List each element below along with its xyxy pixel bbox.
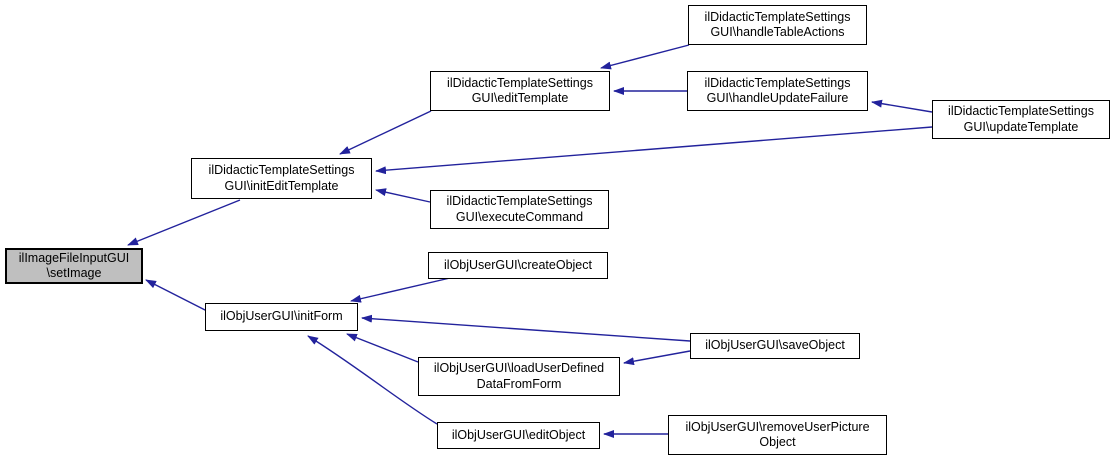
node-label-line: ilDidacticTemplateSettings [447, 75, 593, 90]
edge-init-edit-template-to-set-image [127, 199, 241, 246]
node-label-line: ilObjUserGUI\editObject [451, 427, 586, 442]
edge-execute-command-to-init-edit-template [375, 188, 431, 203]
node-label-line: ilDidacticTemplateSettings [948, 104, 1094, 119]
node-label-line: ilDidacticTemplateSettings [446, 194, 593, 209]
edge-edit-template-to-init-edit-template [339, 110, 432, 155]
node-label-line: GUI\updateTemplate [963, 119, 1079, 134]
edge-create-object-to-init-form [350, 277, 451, 303]
node-label-line: ilDidacticTemplateSettings [704, 9, 851, 24]
edge-save-object-to-init-form [361, 314, 691, 342]
node-create-object[interactable]: ilObjUserGUI\createObject [428, 252, 608, 279]
node-label-line: GUI\executeCommand [455, 209, 584, 224]
edge-edit-object-to-init-form [307, 335, 438, 425]
node-label-line: Object [759, 435, 796, 449]
node-init-form[interactable]: ilObjUserGUI\initForm [205, 303, 358, 331]
node-label-line: GUI\handleUpdateFailure [706, 91, 849, 105]
node-label-line: DataFromForm [476, 376, 562, 391]
node-label-line: ilObjUserGUI\createObject [444, 257, 592, 272]
node-label-line: GUI\initEditTemplate [224, 178, 339, 193]
node-label-line: ilObjUserGUI\removeUserPicture [685, 419, 870, 434]
edge-init-form-to-set-image [145, 279, 208, 312]
node-label-line: ilObjUserGUI\initForm [220, 309, 343, 324]
node-label-line: ilObjUserGUI\loadUserDefined [433, 361, 605, 376]
node-save-object[interactable]: ilObjUserGUI\saveObject [690, 333, 860, 359]
edge-update-template-to-handle-update-failure [871, 99, 933, 113]
edge-load-user-defined-data-from-form-to-init-form [346, 333, 419, 363]
node-label-line: ilDidacticTemplateSettings [208, 163, 355, 178]
node-label-line: GUI\editTemplate [471, 91, 569, 105]
node-label-line: \setImage [46, 266, 102, 280]
edge-save-object-to-load-user-defined-data-from-form [623, 350, 691, 366]
node-set-image[interactable]: ilImageFileInputGUI\setImage [5, 248, 143, 284]
node-label-line: ilImageFileInputGUI [18, 250, 130, 265]
node-edit-object[interactable]: ilObjUserGUI\editObject [437, 422, 600, 449]
node-label-line: GUI\handleTableActions [710, 25, 845, 39]
node-label-line: ilDidacticTemplateSettings [704, 75, 851, 90]
edge-handle-table-actions-to-edit-template [600, 44, 690, 70]
node-label-line: ilObjUserGUI\saveObject [705, 338, 845, 353]
edge-update-template-to-init-edit-template [375, 126, 933, 175]
